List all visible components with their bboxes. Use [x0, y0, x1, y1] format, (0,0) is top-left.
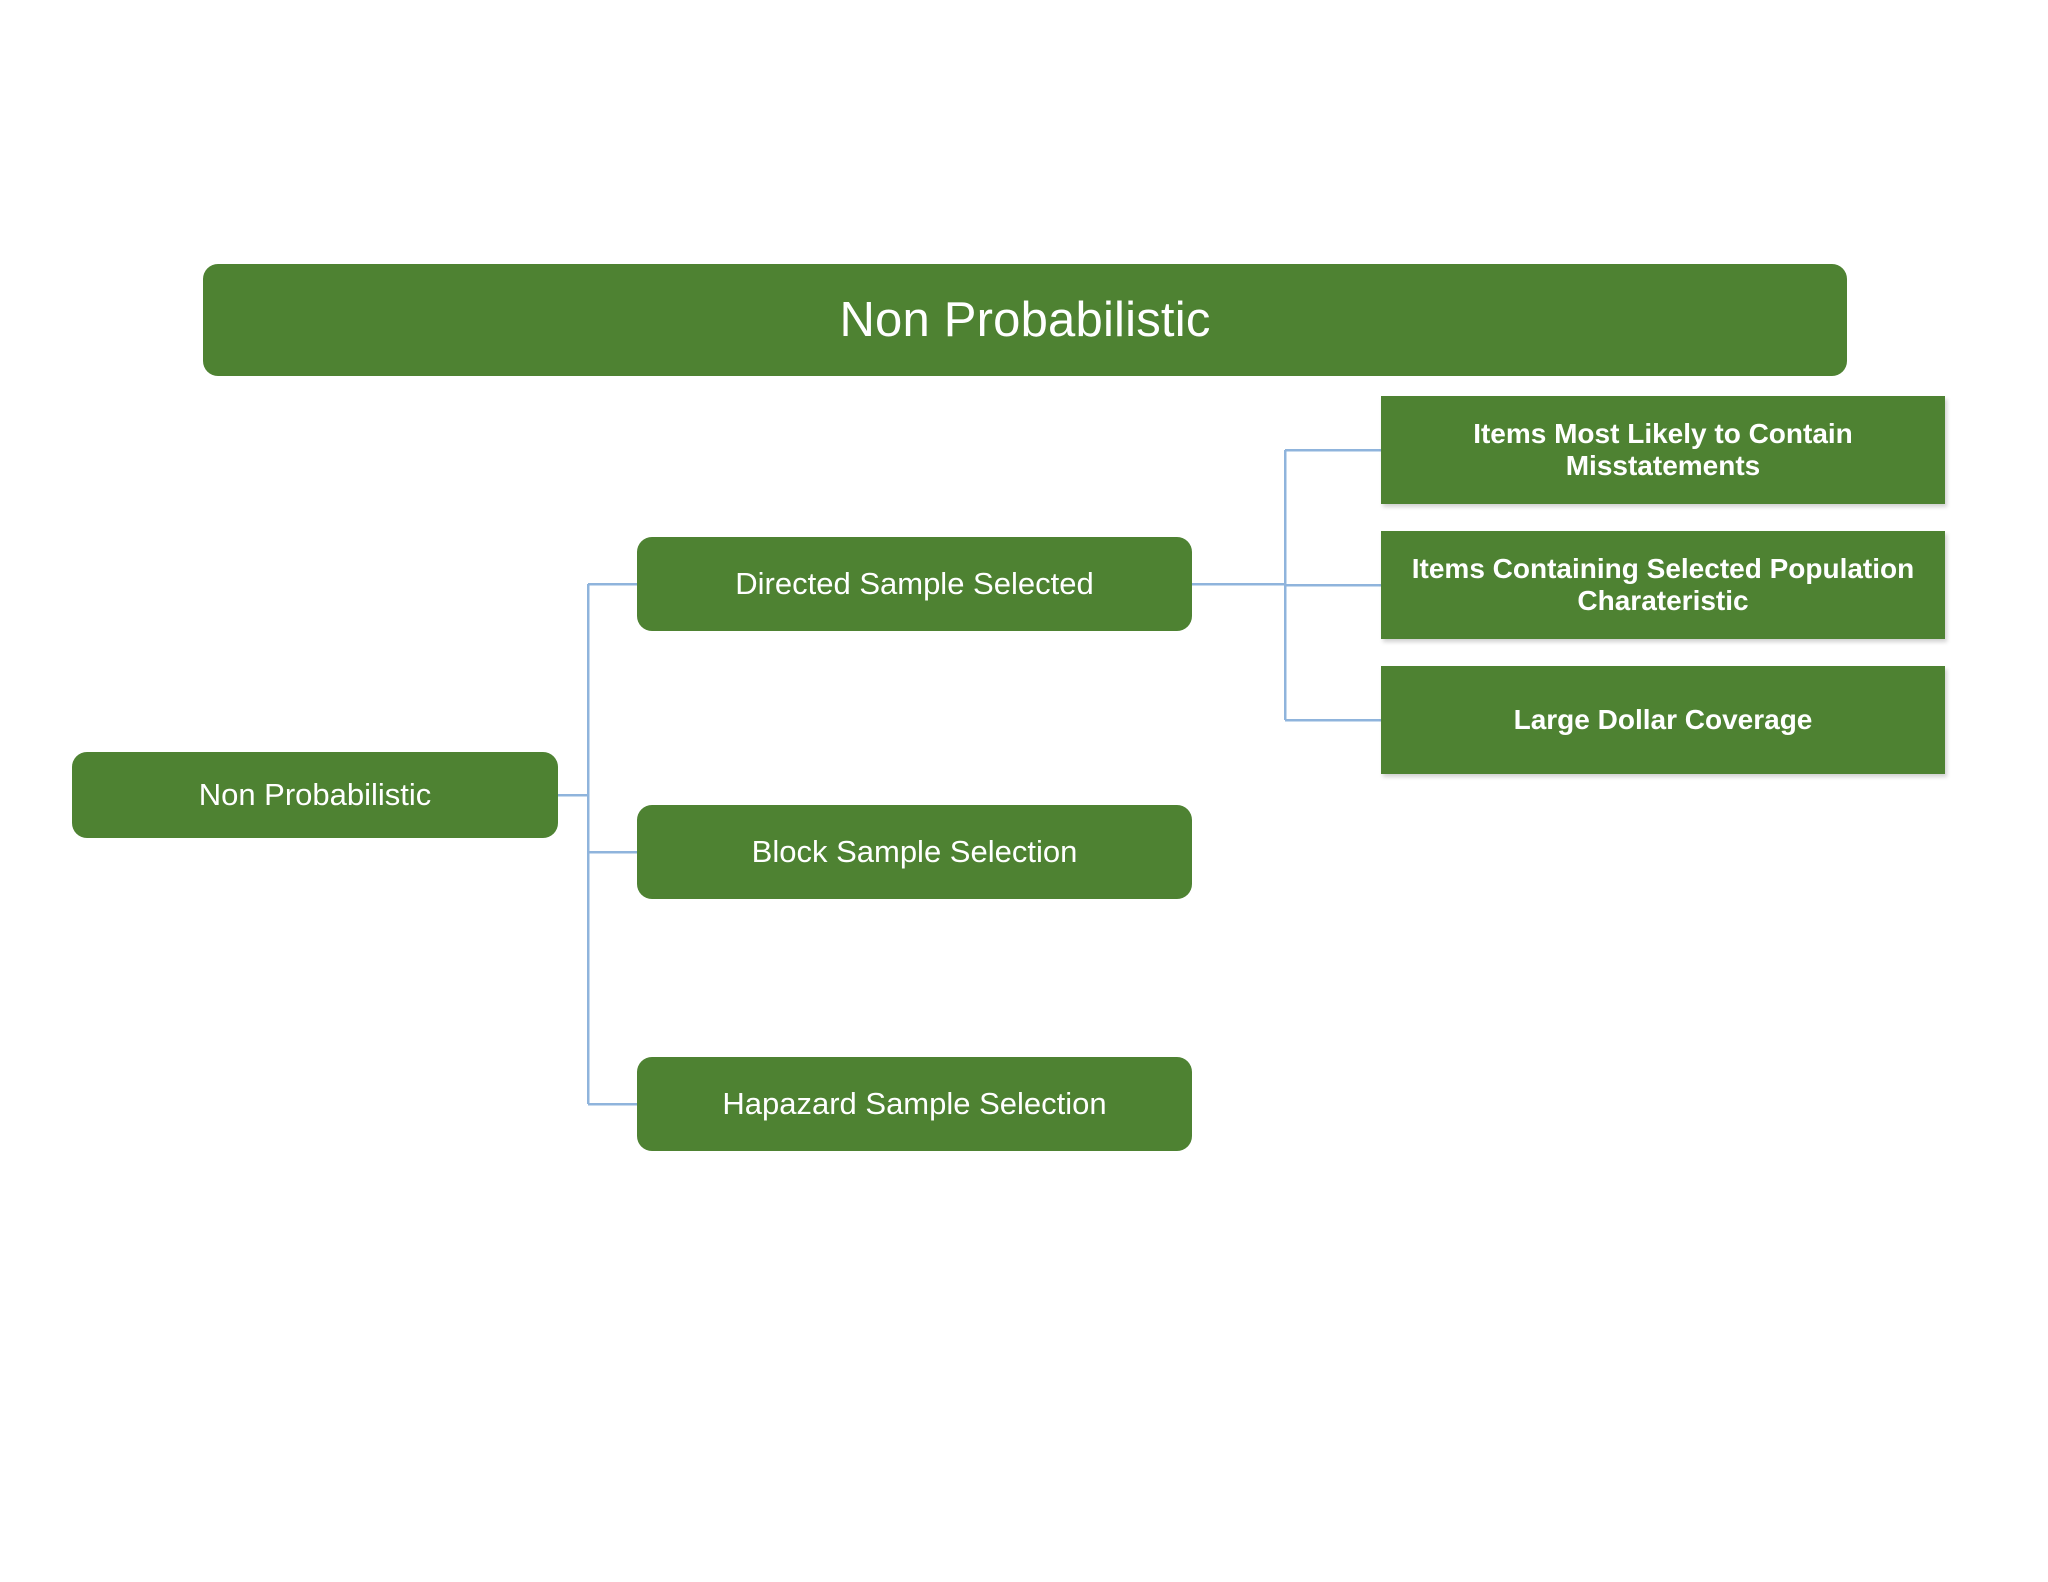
node-root[interactable]: Non Probabilistic [72, 752, 558, 838]
node-hapazard-sample-selection-label: Hapazard Sample Selection [722, 1086, 1107, 1122]
node-items-containing-selected-population-charateristic-label: Items Containing Selected Population Cha… [1411, 552, 1915, 616]
node-items-most-likely-to-contain-misstatements-label: Items Most Likely to Contain Misstatemen… [1473, 417, 1853, 481]
diagram-title-label: Non Probabilistic [839, 292, 1211, 347]
node-directed-sample-selected[interactable]: Directed Sample Selected [637, 537, 1192, 631]
node-block-sample-selection[interactable]: Block Sample Selection [637, 805, 1192, 899]
node-block-sample-selection-label: Block Sample Selection [751, 834, 1078, 870]
node-items-containing-selected-population-charateristic[interactable]: Items Containing Selected Population Cha… [1381, 531, 1945, 639]
diagram-title-banner: Non Probabilistic [203, 264, 1847, 376]
node-large-dollar-coverage[interactable]: Large Dollar Coverage [1381, 666, 1945, 774]
node-hapazard-sample-selection[interactable]: Hapazard Sample Selection [637, 1057, 1192, 1151]
node-root-label: Non Probabilistic [198, 777, 432, 813]
node-items-most-likely-to-contain-misstatements[interactable]: Items Most Likely to Contain Misstatemen… [1381, 396, 1945, 504]
node-directed-sample-selected-label: Directed Sample Selected [735, 566, 1094, 602]
node-large-dollar-coverage-label: Large Dollar Coverage [1513, 703, 1813, 735]
